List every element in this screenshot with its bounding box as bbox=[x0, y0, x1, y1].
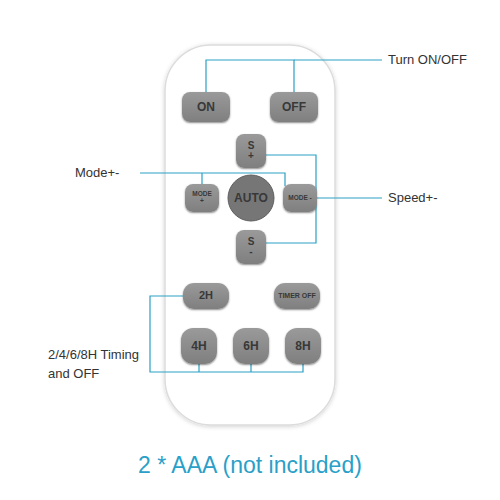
callout-label: Mode+- bbox=[75, 164, 139, 183]
button-label: 6H bbox=[234, 340, 268, 353]
leader-line bbox=[316, 197, 382, 198]
button-label: MODE + bbox=[190, 191, 214, 205]
callout-label: Turn ON/OFF bbox=[388, 51, 498, 70]
callout-label: 2/4/6/8H Timing and OFF bbox=[48, 346, 148, 384]
timer-button: 6H bbox=[233, 328, 269, 364]
button-outline bbox=[228, 175, 274, 221]
callout-label: Speed+- bbox=[388, 189, 498, 208]
leader-line bbox=[206, 60, 294, 92]
power-off-button: OFF bbox=[270, 92, 318, 122]
speed-down-button: S - bbox=[236, 230, 266, 264]
button-label: TIMER OFF bbox=[275, 292, 319, 299]
button-label: MODE - bbox=[288, 195, 312, 202]
timer-button: 4H bbox=[181, 328, 217, 364]
timer-off-button: TIMER OFF bbox=[274, 283, 320, 309]
button-label: AUTO bbox=[229, 192, 273, 205]
button-label: 4H bbox=[182, 340, 216, 353]
power-on-button: ON bbox=[182, 92, 230, 122]
timer-button: 2H bbox=[183, 283, 229, 309]
timer-button: 8H bbox=[285, 328, 321, 364]
auto-button: AUTO bbox=[227, 174, 275, 222]
button-label: S + bbox=[247, 141, 256, 162]
leader-line bbox=[198, 364, 199, 372]
speed-up-button: S + bbox=[236, 134, 266, 168]
mode-up-button: MODE + bbox=[185, 184, 219, 212]
leader-lines bbox=[140, 60, 382, 372]
button-label: 2H bbox=[185, 290, 227, 302]
button-label: S - bbox=[247, 237, 256, 258]
caption: 2 * AAA (not included) bbox=[0, 452, 500, 479]
button-label: OFF bbox=[272, 101, 316, 114]
button-label: 8H bbox=[286, 340, 320, 353]
leader-line bbox=[250, 364, 251, 372]
remote-body bbox=[165, 45, 335, 425]
button-label: ON bbox=[184, 101, 228, 114]
leader-line bbox=[294, 59, 382, 60]
mode-down-button: MODE - bbox=[283, 184, 317, 212]
